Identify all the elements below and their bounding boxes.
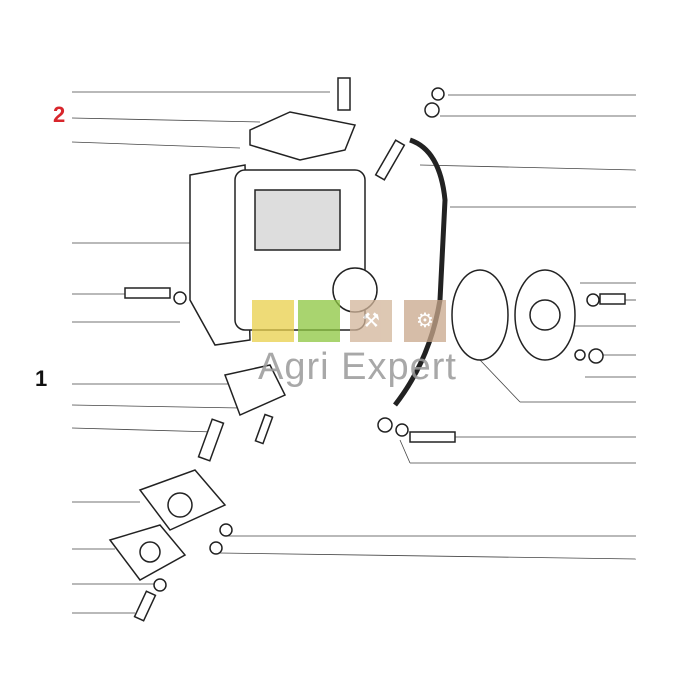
gasket-mid xyxy=(223,364,287,417)
watermark-tile-tractor xyxy=(252,300,294,342)
watermark-text: Agri Expert xyxy=(258,346,457,388)
housing-window xyxy=(254,189,341,251)
watermark-tile-tools-icon: ⚒ xyxy=(350,300,392,342)
parts xyxy=(108,77,626,622)
bolt-left xyxy=(124,287,171,299)
watermark-tile-leaf xyxy=(298,300,340,342)
bolt-banjo xyxy=(409,431,456,443)
gasket-top xyxy=(249,111,357,161)
callout-part-2: 2 xyxy=(53,102,66,127)
callout-part-1: 1 xyxy=(35,366,48,391)
leader-lines-left xyxy=(71,91,330,614)
leader-lines-right xyxy=(219,94,637,560)
gasket-round xyxy=(451,269,509,361)
bolt-top xyxy=(337,77,351,111)
washer-left xyxy=(173,291,187,305)
pin xyxy=(197,418,225,462)
watermark-tile-parts-icon: ⚙ xyxy=(404,300,446,342)
